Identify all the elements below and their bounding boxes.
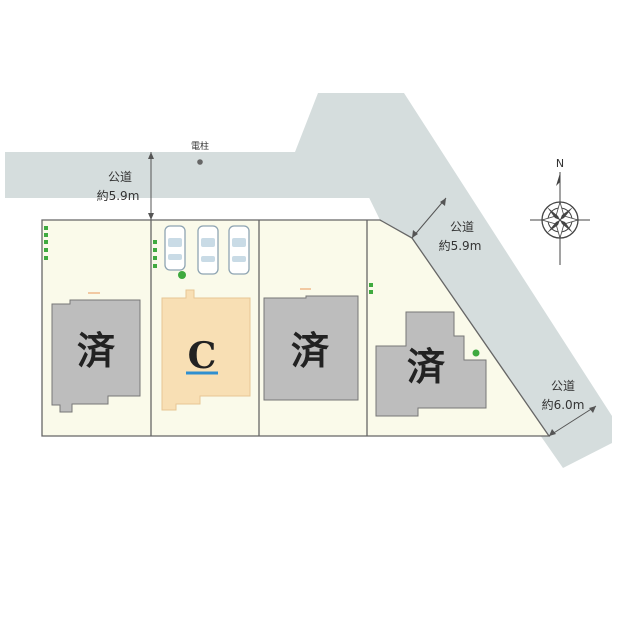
dimension-line	[411, 197, 447, 239]
tree-icon	[472, 349, 480, 357]
road-north-name: 公道	[108, 170, 132, 184]
dimension-arrow	[440, 198, 446, 206]
utility-pole-icon	[197, 159, 203, 165]
car-icon	[228, 225, 250, 275]
road-diagonal	[318, 93, 612, 468]
dimension-arrow	[412, 230, 418, 238]
lot-4-label: 済	[407, 344, 446, 389]
tree-icon	[178, 271, 186, 279]
road-ne-width: 約5.9m	[439, 238, 482, 253]
dimension-arrow	[148, 152, 154, 159]
road-north-width: 約5.9m	[97, 188, 140, 203]
lot-3[interactable]: 済	[263, 288, 359, 401]
tree-icon	[44, 226, 48, 260]
building-sold	[51, 299, 141, 413]
building-available	[161, 289, 251, 411]
compass-north-label: N	[556, 157, 564, 170]
road-se-width: 約6.0m	[542, 397, 585, 412]
car-icon	[197, 225, 219, 275]
road-ne-name: 公道	[450, 220, 474, 234]
lot-4[interactable]: 済	[375, 311, 487, 417]
dimension-arrow	[589, 406, 596, 413]
dimension-line	[548, 405, 597, 437]
lot-c[interactable]: C	[161, 289, 251, 411]
road-north	[5, 93, 408, 198]
lot-3-label: 済	[291, 328, 330, 373]
dimension-arrow	[549, 429, 556, 436]
tree-icon	[369, 283, 373, 294]
car-icon	[164, 225, 186, 271]
building-sold	[263, 295, 359, 401]
tree-icon	[153, 240, 157, 268]
lot-1-label: 済	[77, 328, 116, 373]
lot-1[interactable]: 済	[51, 292, 141, 413]
road-se-name: 公道	[551, 379, 575, 393]
compass-rose-icon: N	[530, 157, 590, 265]
building-sold	[375, 311, 487, 417]
utility-pole-label: 電柱	[191, 140, 209, 152]
dimension-arrow	[148, 213, 154, 220]
lot-c-label: C	[188, 335, 217, 377]
